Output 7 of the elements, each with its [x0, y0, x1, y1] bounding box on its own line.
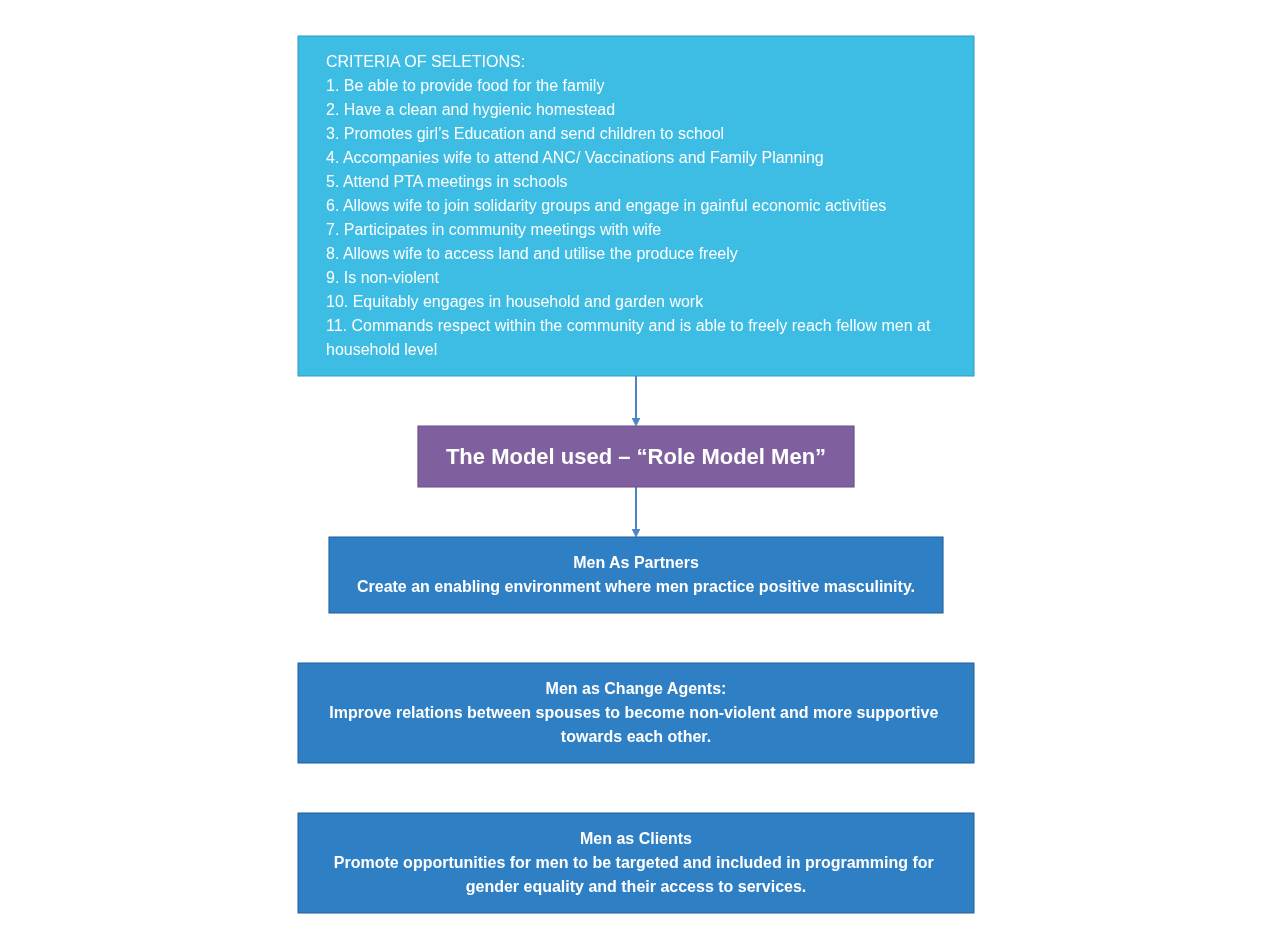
- arrow: [631, 485, 640, 537]
- node-box: Men as Clients Promote opportunities for men to be targeted and included in programming for gender equality and their access to services.: [297, 812, 974, 913]
- node-box: Men as Change Agents: Improve relations between spouses to become non-violent and more supportive towards each other.: [297, 662, 974, 763]
- arrow: [631, 374, 640, 426]
- node-box: Men As Partners Create an enabling environment where men practice positive masculinity.: [327, 536, 944, 613]
- node-box: CRITERIA OF SELETIONS: 1. Be able to provide food for the family 2. Have a clean and hygienic homestead 3. Promotes girl’s Education and send children to school 4. Accompanies wife to attend ANC/ Vaccinations and Family Planning 5. Attend PTA meetings in schools 6. Allows wife to join solidarity groups and engage in gainful economic activities 7. Participates in community meetings with wife 8. Allows wife to access land and utilise the produce freely 9. Is non-violent 10. Equitably engages in household and garden work 11. Commands respect within the community and is able to freely reach fellow men at household level: [297, 35, 974, 376]
- node-box: The Model used – “Role Model Men”: [416, 425, 855, 487]
